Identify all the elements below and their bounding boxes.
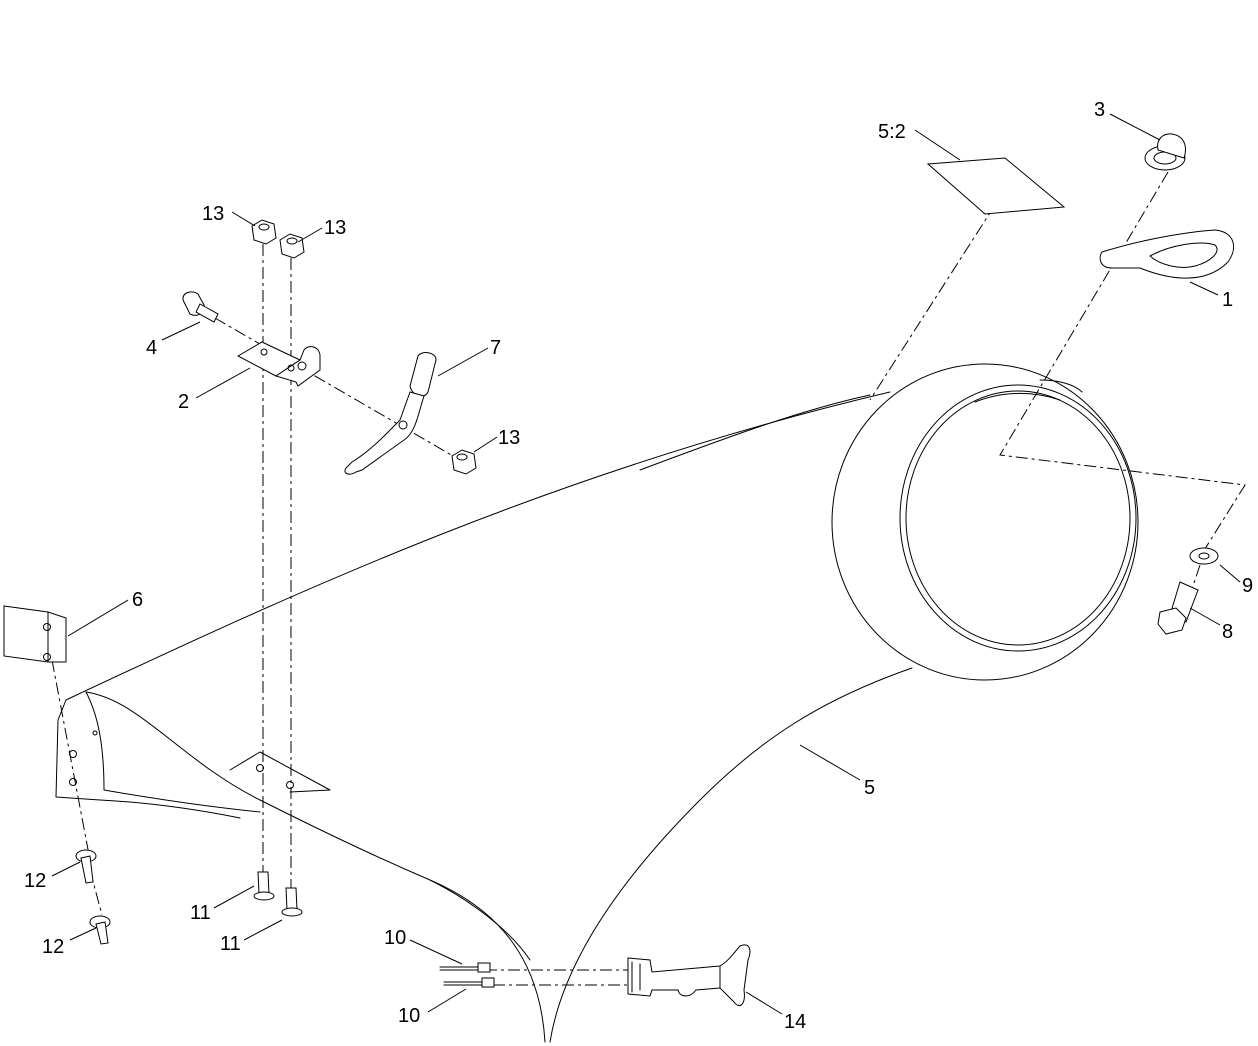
- callout-11: 11: [220, 933, 241, 955]
- assembly-lines: [51, 171, 1246, 986]
- callout-9: 9: [1242, 575, 1253, 597]
- callout-6: 6: [132, 589, 143, 611]
- callout-5: 5: [864, 777, 875, 799]
- lever: [344, 352, 437, 475]
- pin: [439, 962, 491, 973]
- callout-labels: 3 5:2 1 13 13 4 2 7 13 6 9 8 5 12 12 11 …: [24, 99, 1253, 1033]
- callout-10: 10: [384, 927, 406, 949]
- bolt: [1157, 581, 1199, 635]
- callout-13: 13: [498, 427, 520, 449]
- callout-11: 11: [190, 902, 211, 924]
- callout-8: 8: [1222, 621, 1233, 643]
- rivet: [89, 915, 111, 945]
- callout-12: 12: [24, 870, 46, 892]
- hinge-plate: [3, 605, 67, 663]
- callout-7: 7: [490, 337, 501, 359]
- nut: [451, 449, 477, 475]
- deflector-handle: [1099, 229, 1235, 279]
- rivet: [75, 849, 97, 884]
- callout-12: 12: [42, 936, 64, 958]
- discharge-chute-body: [55, 363, 1139, 1043]
- bolt: [253, 871, 275, 901]
- knob: [1144, 133, 1186, 171]
- callout-3: 3: [1094, 99, 1105, 121]
- callout-13: 13: [202, 203, 224, 225]
- nut: [279, 233, 305, 259]
- pin: [443, 977, 495, 988]
- nut: [251, 219, 277, 245]
- carriage-bolt: [182, 291, 219, 323]
- latch: [627, 944, 751, 1006]
- callout-2: 2: [178, 391, 189, 413]
- callout-13: 13: [324, 217, 346, 239]
- bolt: [281, 887, 303, 917]
- callout-4: 4: [146, 337, 157, 359]
- callout-14: 14: [784, 1011, 806, 1033]
- washer: [1189, 547, 1219, 565]
- callout-5-2: 5:2: [878, 121, 906, 143]
- callout-1: 1: [1222, 289, 1233, 311]
- callout-10: 10: [398, 1005, 420, 1027]
- leader-lines: [51, 113, 1241, 1015]
- bracket: [236, 341, 321, 387]
- decal: [926, 157, 1066, 215]
